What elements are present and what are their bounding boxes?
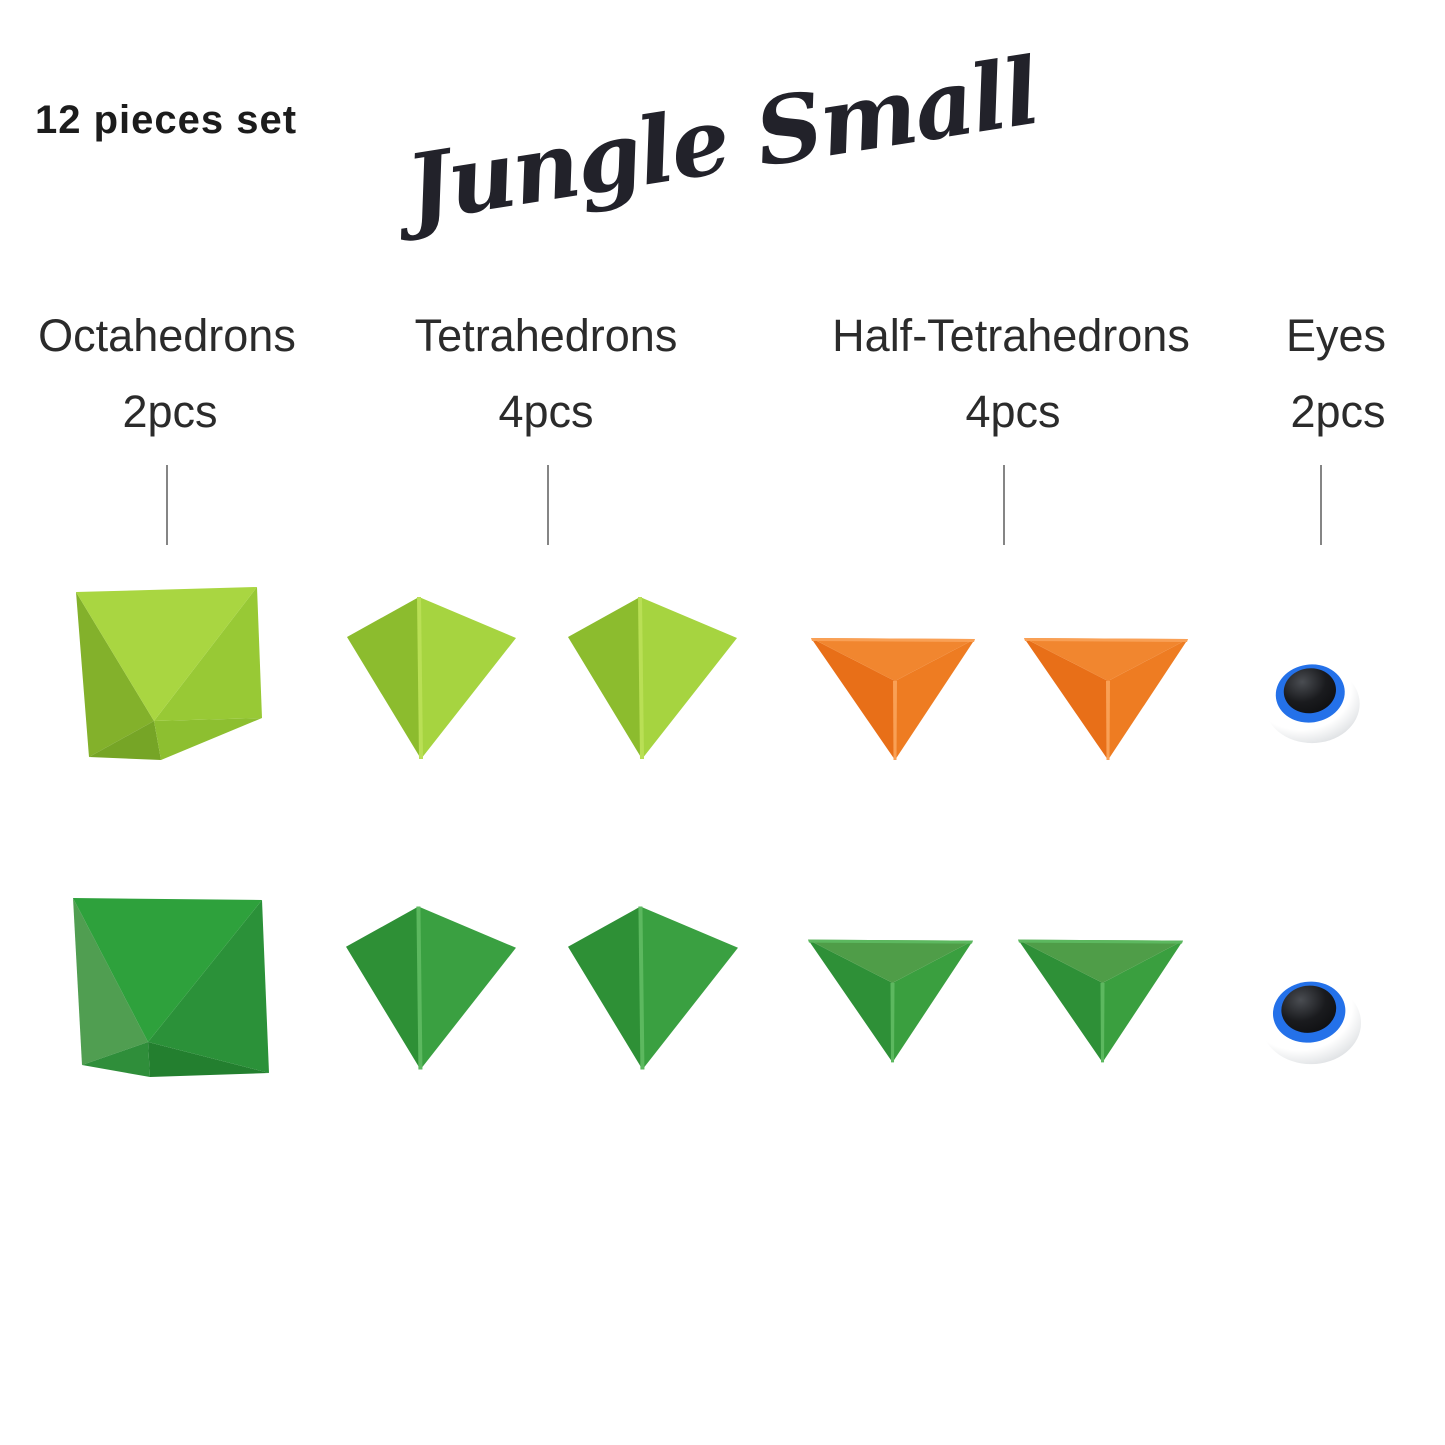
column-count-octahedrons: 2pcs	[122, 386, 218, 437]
octahedron-piece-green	[73, 898, 269, 1077]
half-tetrahedron-piece-orange	[811, 638, 975, 760]
tetrahedron-piece-lime	[568, 597, 737, 759]
column-pointer-line	[1003, 465, 1005, 545]
half-tetrahedron-piece-green	[808, 939, 973, 1063]
column-name-eyes: Eyes	[1285, 310, 1387, 361]
column-pointer-line	[1320, 465, 1322, 545]
column-name-half-tetrahedrons: Half-Tetrahedrons	[832, 310, 1190, 361]
column-count-eyes: 2pcs	[1290, 386, 1386, 437]
tetrahedron-piece-lime	[347, 597, 516, 759]
half-tetrahedron-piece-green	[1018, 939, 1183, 1063]
eye-piece	[1260, 981, 1362, 1065]
pieces-count-label: 12 pieces set	[35, 98, 298, 142]
column-count-half-tetrahedrons: 4pcs	[965, 386, 1061, 437]
column-name-tetrahedrons: Tetrahedrons	[414, 310, 678, 361]
tetrahedron-piece-green	[346, 906, 516, 1070]
eye-piece	[1264, 664, 1360, 744]
column-pointer-line	[547, 465, 549, 545]
column-name-octahedrons: Octahedrons	[38, 310, 296, 361]
column-count-tetrahedrons: 4pcs	[498, 386, 594, 437]
column-pointer-line	[166, 465, 168, 545]
half-tetrahedron-piece-orange	[1024, 638, 1188, 760]
tetrahedron-piece-green	[568, 906, 738, 1070]
set-title-script: Jungle Small	[399, 36, 1045, 244]
octahedron-piece-lime	[76, 587, 262, 760]
